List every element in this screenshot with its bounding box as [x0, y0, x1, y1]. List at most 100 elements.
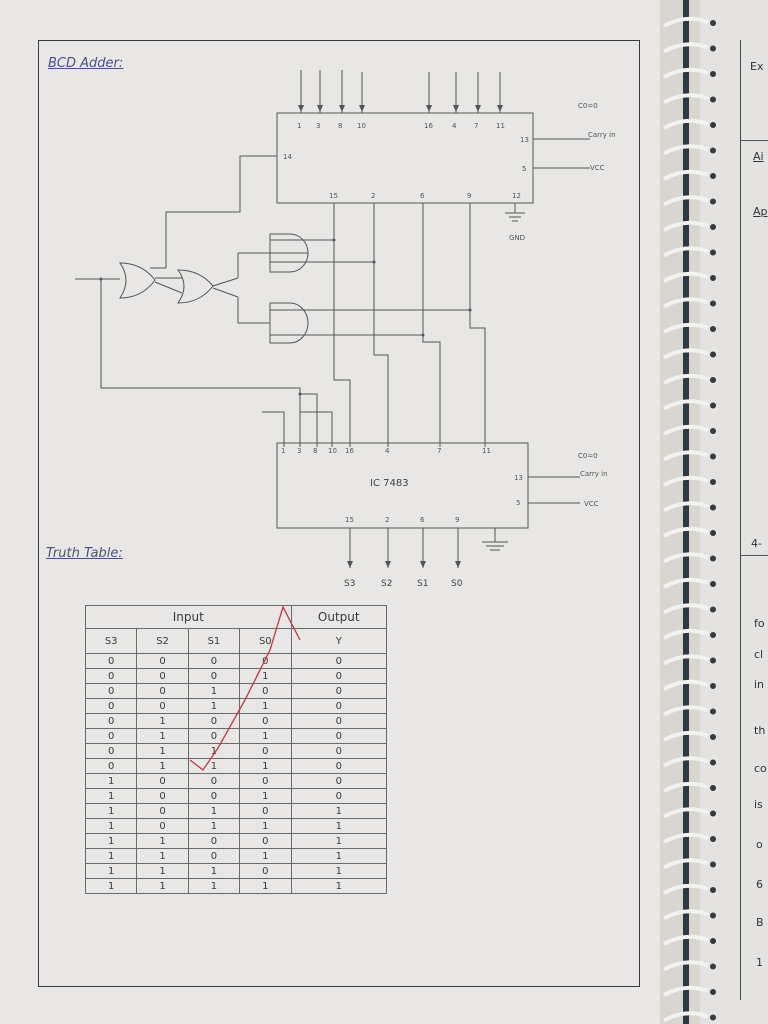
- column-s0: S0: [239, 628, 292, 654]
- top-pin-gnd: 12: [512, 192, 521, 200]
- output-s1: S1: [417, 579, 428, 589]
- binding-hole: [710, 938, 716, 944]
- next-notebook-page: [700, 0, 768, 1024]
- binding-hole: [710, 326, 716, 332]
- spiral-coil: [663, 16, 709, 28]
- spiral-coil: [663, 756, 709, 768]
- top-pin-5: 16: [424, 122, 433, 130]
- top-pin-8: 11: [496, 122, 505, 130]
- binding-hole: [710, 708, 716, 715]
- side-fragment-6: cl: [754, 648, 764, 661]
- table-cell: 1: [290, 803, 387, 819]
- side-fragment-8: th: [754, 724, 766, 737]
- bottom-pin-8: 11: [482, 447, 491, 455]
- spiral-coil: [663, 322, 709, 334]
- binding-hole: [710, 147, 716, 154]
- top-pin-left: 14: [283, 153, 292, 161]
- binding-hole: [710, 300, 716, 307]
- bottom-pin-carry: 13: [514, 474, 523, 482]
- bottom-out-pin-3: 6: [420, 516, 425, 524]
- top-out-pin-1: 15: [329, 192, 338, 200]
- side-fragment-3: Ap: [753, 205, 768, 218]
- spiral-coil: [663, 246, 709, 258]
- page-title: BCD Adder:: [48, 56, 124, 71]
- spiral-coil: [663, 297, 709, 309]
- binding-hole: [710, 45, 716, 52]
- spiral-coil: [663, 118, 709, 130]
- spiral-coil: [663, 42, 709, 54]
- binding-hole: [710, 530, 716, 536]
- bottom-pin-vcc: 5: [516, 499, 520, 507]
- top-vcc-label: VCC: [590, 164, 605, 172]
- bottom-pin-1: 1: [281, 447, 285, 455]
- binding-hole: [710, 632, 716, 638]
- side-fragment-12: 6: [756, 878, 763, 891]
- spiral-coil: [663, 424, 709, 436]
- spiral-coil: [663, 67, 709, 79]
- binding-hole: [710, 453, 716, 460]
- side-fragment-14: 1: [756, 956, 763, 969]
- top-out-pin-2: 2: [371, 192, 375, 200]
- spiral-coil: [663, 985, 709, 997]
- truth-table-column-header: S3 S2 S1 S0 Y: [84, 628, 387, 654]
- side-fragment-10: is: [754, 798, 763, 811]
- spiral-coil: [663, 909, 709, 921]
- binding-hole: [710, 912, 716, 919]
- spiral-coil: [663, 348, 709, 360]
- spiral-coil: [663, 552, 709, 564]
- binding-hole: [710, 963, 716, 970]
- spiral-coil: [663, 399, 709, 411]
- top-out-pin-3: 6: [420, 192, 425, 200]
- binding-hole: [710, 377, 716, 383]
- spiral-coil: [663, 807, 709, 819]
- bottom-out-pin-4: 9: [455, 516, 459, 524]
- side-fragment-13: B: [756, 916, 764, 929]
- spiral-coil: [663, 373, 709, 385]
- spiral-coil: [663, 526, 709, 538]
- binding-hole: [710, 759, 716, 766]
- page-frame: [38, 40, 640, 987]
- table-cell: 1: [239, 878, 292, 894]
- side-fragment-7: in: [754, 678, 765, 691]
- side-fragment-9: co: [754, 762, 767, 775]
- spiral-coil: [663, 628, 709, 640]
- spiral-coil: [663, 603, 709, 615]
- binding-hole: [710, 224, 716, 230]
- bottom-pin-2: 3: [297, 447, 301, 455]
- binding-hole: [710, 249, 716, 256]
- bottom-pin-7: 7: [437, 447, 441, 455]
- spiral-coil: [663, 144, 709, 156]
- binding-hole: [710, 734, 716, 740]
- column-s2: S2: [136, 628, 189, 654]
- top-c0-label: C0=0: [578, 102, 598, 110]
- spiral-coil: [663, 577, 709, 589]
- binding-hole: [710, 606, 716, 613]
- spiral-coil: [663, 679, 709, 691]
- binding-hole: [710, 1014, 716, 1021]
- binding-hole: [710, 402, 716, 409]
- side-fragment-1: Ex: [750, 60, 764, 73]
- output-s2: S2: [381, 579, 392, 589]
- binding-hole: [710, 71, 716, 77]
- binding-hole: [710, 428, 716, 434]
- top-out-pin-4: 9: [467, 192, 471, 200]
- binding-hole: [710, 20, 716, 26]
- spiral-binding: [663, 0, 716, 1024]
- binding-hole: [710, 275, 716, 281]
- spiral-coil: [663, 934, 709, 946]
- binding-hole: [710, 198, 716, 205]
- side-fragment-5: fo: [754, 617, 765, 630]
- top-pin-vcc: 5: [522, 165, 526, 173]
- spiral-coil: [663, 450, 709, 462]
- binding-hole: [710, 479, 716, 485]
- bottom-pin-3: 8: [313, 447, 317, 455]
- top-pin-2: 3: [316, 122, 320, 130]
- table-cell: 1: [290, 878, 387, 894]
- top-ic-7483: [276, 112, 534, 204]
- binding-hole: [710, 683, 716, 689]
